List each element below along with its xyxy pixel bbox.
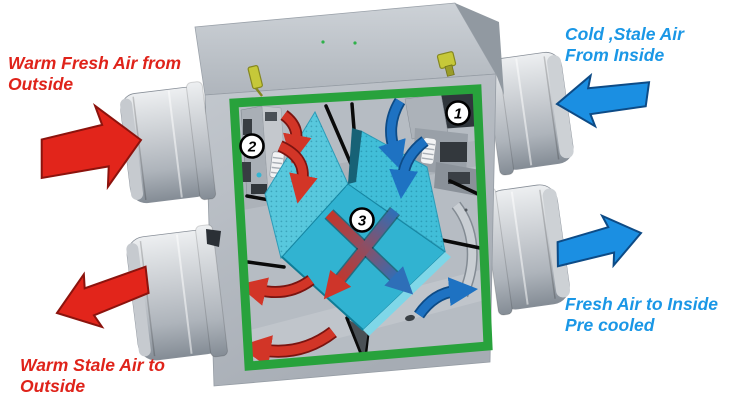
warm-air-inlet-arrow — [32, 100, 148, 197]
label-precooled-out: Fresh Air to Inside Pre cooled — [565, 294, 718, 335]
top-dot — [321, 40, 325, 44]
svg-text:3: 3 — [358, 213, 367, 230]
precooled-supply-arrow — [549, 208, 647, 277]
badge-1: 1 — [445, 100, 471, 126]
inspection-frame — [229, 84, 493, 371]
top-dot — [353, 41, 357, 45]
cold-stale-inlet-arrow — [555, 71, 653, 130]
label-warm-stale-out: Warm Stale Air to Outside — [20, 355, 165, 396]
edge-clip — [206, 229, 221, 247]
warm-flow-into-core — [277, 110, 318, 204]
badge-2: 2 — [239, 133, 265, 159]
cool-flow-out-of-core — [414, 277, 479, 319]
floor-screw — [464, 208, 468, 212]
floor-screw — [405, 314, 415, 322]
latch-left-icon — [247, 65, 263, 97]
cross-flow-arrows — [323, 206, 414, 300]
warm-flow-out-of-core — [237, 275, 337, 366]
warm-exhaust-outlet-arrow — [48, 254, 160, 339]
label-warm-fresh-in: Warm Fresh Air from Outside — [8, 53, 182, 94]
badge-3: 3 — [349, 207, 375, 233]
latch-right-icon — [436, 51, 457, 77]
label-cold-stale-in: Cold ,Stale Air From Inside — [565, 24, 684, 65]
svg-text:2: 2 — [247, 139, 257, 156]
unit-right-face — [455, 3, 504, 95]
svg-text:1: 1 — [454, 106, 462, 123]
cool-flow-into-core — [378, 97, 429, 199]
